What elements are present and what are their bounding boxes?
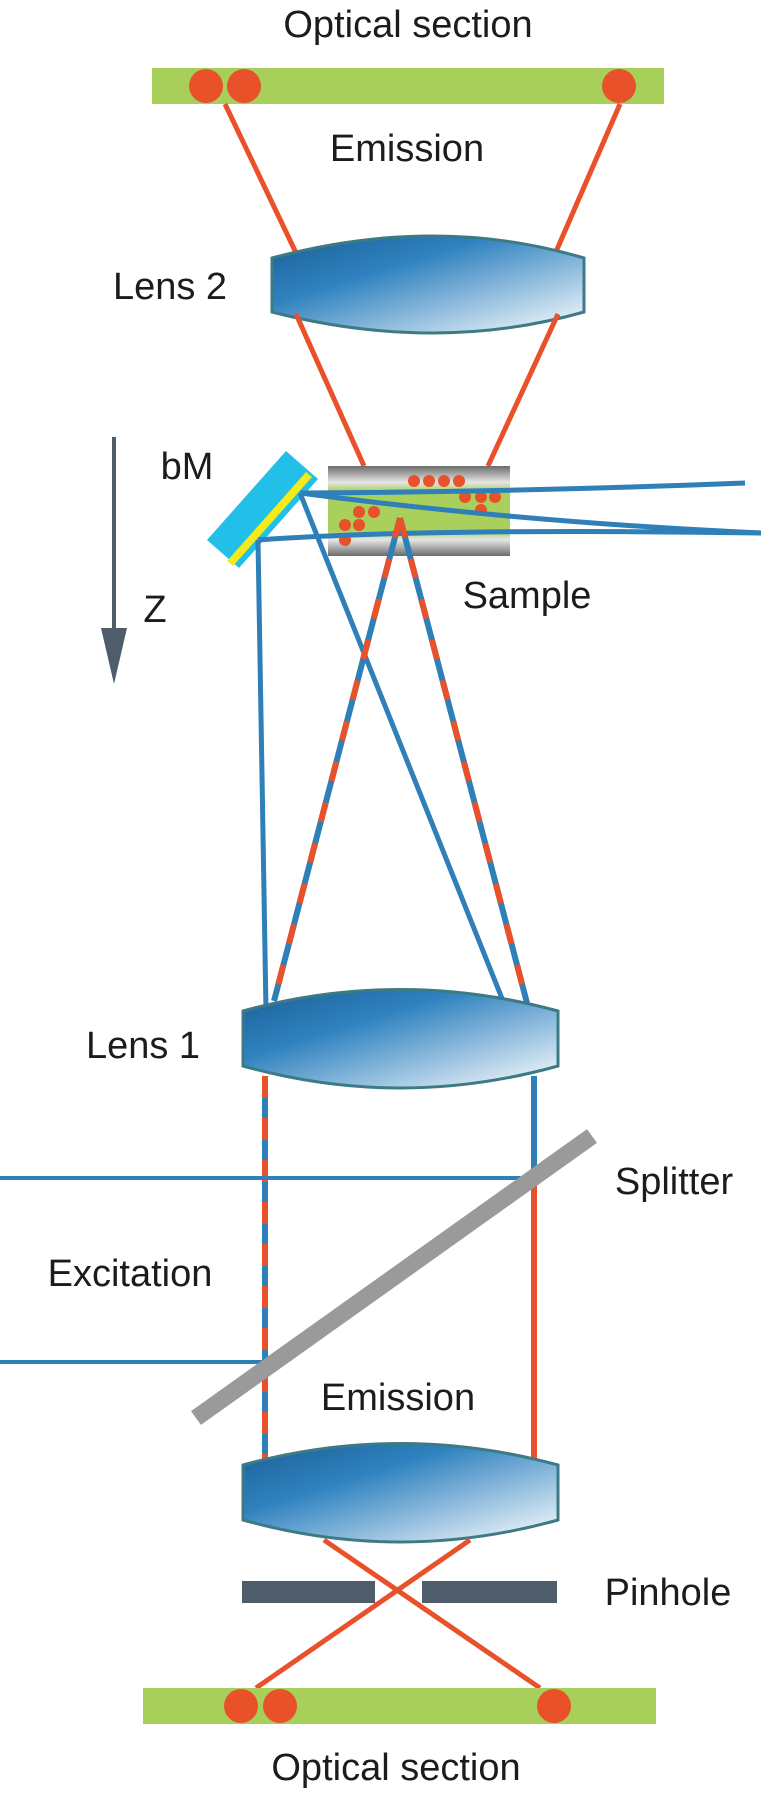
- sample-label: Sample: [463, 575, 592, 617]
- pinhole-ray-a: [322, 1537, 542, 1691]
- fluorophore-dot: [423, 475, 435, 487]
- excitation-label: Excitation: [48, 1253, 213, 1295]
- mirror-coating: [227, 472, 312, 566]
- top-section-dot: [227, 69, 261, 103]
- pinhole-ray-b: [254, 1537, 472, 1691]
- sample-fluorophores: [339, 475, 501, 546]
- lens2-emission-ray-left: [293, 312, 367, 468]
- sample-beam-through: [257, 529, 761, 543]
- beam-splitter: [191, 1129, 597, 1425]
- fluorophore-dot: [438, 475, 450, 487]
- lens2-label: Lens 2: [113, 266, 227, 308]
- pinhole-plate-left: [242, 1581, 375, 1603]
- lens2: [270, 234, 586, 335]
- fluorophore-dot: [459, 491, 471, 503]
- bm-label: bM: [161, 446, 214, 488]
- bm-mirror: [207, 451, 318, 568]
- fluorophore-dot: [475, 491, 487, 503]
- mirror-face: [207, 451, 318, 568]
- bottom-section-dot: [537, 1689, 571, 1723]
- bottom-optical-section-band: [143, 1688, 656, 1724]
- fluorophore-dot: [453, 475, 465, 487]
- pinhole-label: Pinhole: [605, 1572, 732, 1614]
- lens2-emission-ray-right: [485, 312, 561, 468]
- z-axis-arrowhead: [101, 628, 127, 684]
- pinhole-plate-right: [422, 1581, 557, 1603]
- fluorophore-dot: [353, 506, 365, 518]
- focus-ray-right: [397, 517, 530, 1004]
- mirror-down-beam-left: [255, 539, 269, 1012]
- top-emission-label: Emission: [330, 128, 484, 170]
- bottom-optical-section-label: Optical section: [271, 1747, 520, 1789]
- sample-beam-lower: [299, 490, 761, 536]
- detector-lens: [241, 1442, 560, 1544]
- bottom-section-dot: [263, 1689, 297, 1723]
- bottom-emission-label: Emission: [321, 1377, 475, 1419]
- lens1: [241, 988, 560, 1090]
- fluorophore-dot: [339, 519, 351, 531]
- lens1-label: Lens 1: [86, 1025, 200, 1067]
- fluorophore-dot: [489, 491, 501, 503]
- fluorophore-dot: [368, 506, 380, 518]
- focus-ray-left: [271, 517, 403, 1002]
- bottom-section-dot: [224, 1689, 258, 1723]
- top-optical-section-label: Optical section: [283, 4, 532, 46]
- top-section-dot: [602, 69, 636, 103]
- fluorophore-dot: [408, 475, 420, 487]
- top-section-dot: [189, 69, 223, 103]
- top-emission-ray-right: [552, 103, 623, 255]
- z-axis-label: Z: [143, 589, 166, 631]
- mirror-down-beam-diagonal: [297, 492, 506, 1002]
- top-emission-ray-left: [222, 102, 301, 259]
- splitter-label: Splitter: [615, 1161, 734, 1203]
- sample-beam-upper: [299, 480, 746, 496]
- fluorophore-dot: [353, 519, 365, 531]
